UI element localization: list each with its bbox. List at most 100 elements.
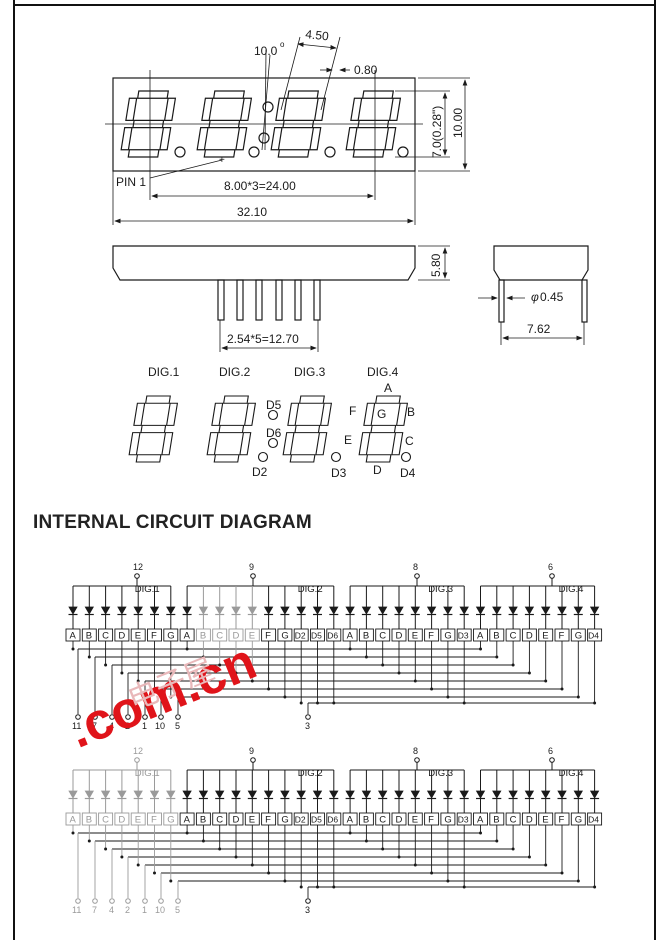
segment-label: F xyxy=(428,631,434,642)
segment-b xyxy=(395,402,409,426)
segment-g xyxy=(208,119,241,129)
segment-f xyxy=(287,402,300,426)
segment-label: D4 xyxy=(588,815,599,825)
side-pin-1 xyxy=(217,279,225,321)
segment-pin-label: 10 xyxy=(155,905,165,915)
led-diode xyxy=(508,790,518,799)
segment-c xyxy=(235,127,248,151)
circuit-digit-label: DIG.3 xyxy=(428,584,453,595)
dim-angle: 10.0 xyxy=(254,44,278,58)
segment-label: D xyxy=(118,815,125,826)
segment-label: D xyxy=(526,631,533,642)
circuit-digit-label: DIG.1 xyxy=(135,768,160,779)
common-pin-12 xyxy=(134,573,140,579)
junction-dot xyxy=(511,663,515,667)
led-diode xyxy=(231,790,241,799)
segment-f xyxy=(350,97,363,121)
segment-f xyxy=(125,97,138,121)
map-dot-5 xyxy=(400,451,412,463)
segment-pin xyxy=(92,714,98,720)
end-body-outline xyxy=(493,245,589,281)
segment-pin-label: 7 xyxy=(92,905,97,915)
dot-label-d4: D4 xyxy=(400,466,416,480)
junction-dot xyxy=(446,695,450,699)
map-dot-1 xyxy=(267,409,279,421)
dim-row-spacing: 7.62 xyxy=(527,322,551,336)
segment-label: F xyxy=(428,815,434,826)
segment-d xyxy=(127,149,160,158)
junction-dot xyxy=(104,847,108,851)
map-digit-label-4: DIG.4 xyxy=(367,365,399,379)
common-pin-6 xyxy=(549,757,555,763)
segment-label: G xyxy=(167,815,174,826)
junction-dot xyxy=(316,885,319,889)
map-dot-3 xyxy=(257,451,269,463)
led-diode xyxy=(573,790,583,799)
circuit-digit-label: DIG.3 xyxy=(428,768,453,779)
segment-label: D xyxy=(396,815,403,826)
led-diode xyxy=(361,790,372,799)
junction-dot xyxy=(299,701,303,705)
front-view-labels: 10.0 o 4.50 0.80 7.0(0.28") 10.00 PIN 1 … xyxy=(116,27,465,219)
junction-dot xyxy=(136,863,140,867)
junction-dot xyxy=(250,679,254,683)
segment-e xyxy=(128,432,141,456)
segment-pin-label: 10 xyxy=(155,721,165,731)
dp-dot-2 xyxy=(248,146,260,158)
side-pin-2 xyxy=(236,279,244,321)
led-diode xyxy=(345,790,355,799)
led-diode xyxy=(263,790,274,799)
side-view-labels: 5.80 2.54*5=12.70 xyxy=(227,253,443,346)
segment-label: D6 xyxy=(327,815,338,825)
led-diode xyxy=(84,606,94,615)
segment-label: A xyxy=(184,631,191,642)
segment-pin xyxy=(109,898,115,904)
segment-label: D4 xyxy=(588,631,599,641)
segment-pin xyxy=(175,898,181,904)
segment-f xyxy=(201,97,214,121)
junction-dot xyxy=(201,839,205,843)
segment-g xyxy=(370,424,397,434)
segment-label: D5 xyxy=(311,631,322,641)
led-diode xyxy=(149,606,160,615)
segment-d xyxy=(289,454,316,463)
dot-label-d5: D5 xyxy=(266,398,282,412)
segment-label: A xyxy=(477,631,484,642)
segment-label: D xyxy=(118,631,125,642)
segment-label: F xyxy=(265,815,271,826)
segment-d xyxy=(135,454,162,463)
segment-b xyxy=(243,402,257,426)
junction-dot xyxy=(267,871,271,875)
led-diode xyxy=(524,790,535,799)
segment-pin-label: 2 xyxy=(125,721,130,731)
segment-label: G xyxy=(575,631,582,642)
segment-label: F xyxy=(265,631,271,642)
dp-dot-3 xyxy=(324,146,336,158)
segment-c xyxy=(315,432,328,456)
digit-map xyxy=(128,395,412,463)
led-diode xyxy=(166,606,176,615)
junction-dot xyxy=(527,855,531,859)
segment-label: D2 xyxy=(295,631,306,641)
dot-label-d6: D6 xyxy=(266,426,282,440)
segment-pin-label: 4 xyxy=(109,905,114,915)
led-diode xyxy=(68,606,78,615)
segment-g xyxy=(218,424,245,434)
side-body-outline xyxy=(112,245,416,281)
segment-d xyxy=(213,454,240,463)
led-diode xyxy=(215,790,225,799)
pin1-label: PIN 1 xyxy=(116,175,146,189)
junction-dot xyxy=(397,671,401,675)
segment-label-c: C xyxy=(405,434,414,448)
front-digit-1 xyxy=(120,90,177,158)
junction-dot xyxy=(560,687,564,691)
junction-dot xyxy=(299,885,303,889)
section-title: INTERNAL CIRCUIT DIAGRAM xyxy=(33,512,312,533)
segment-c xyxy=(239,432,252,456)
page-border-top xyxy=(13,4,656,6)
segment-label: A xyxy=(70,631,77,642)
junction-dot xyxy=(169,695,173,699)
led-diode xyxy=(312,606,323,615)
end-pin-left xyxy=(498,279,505,323)
